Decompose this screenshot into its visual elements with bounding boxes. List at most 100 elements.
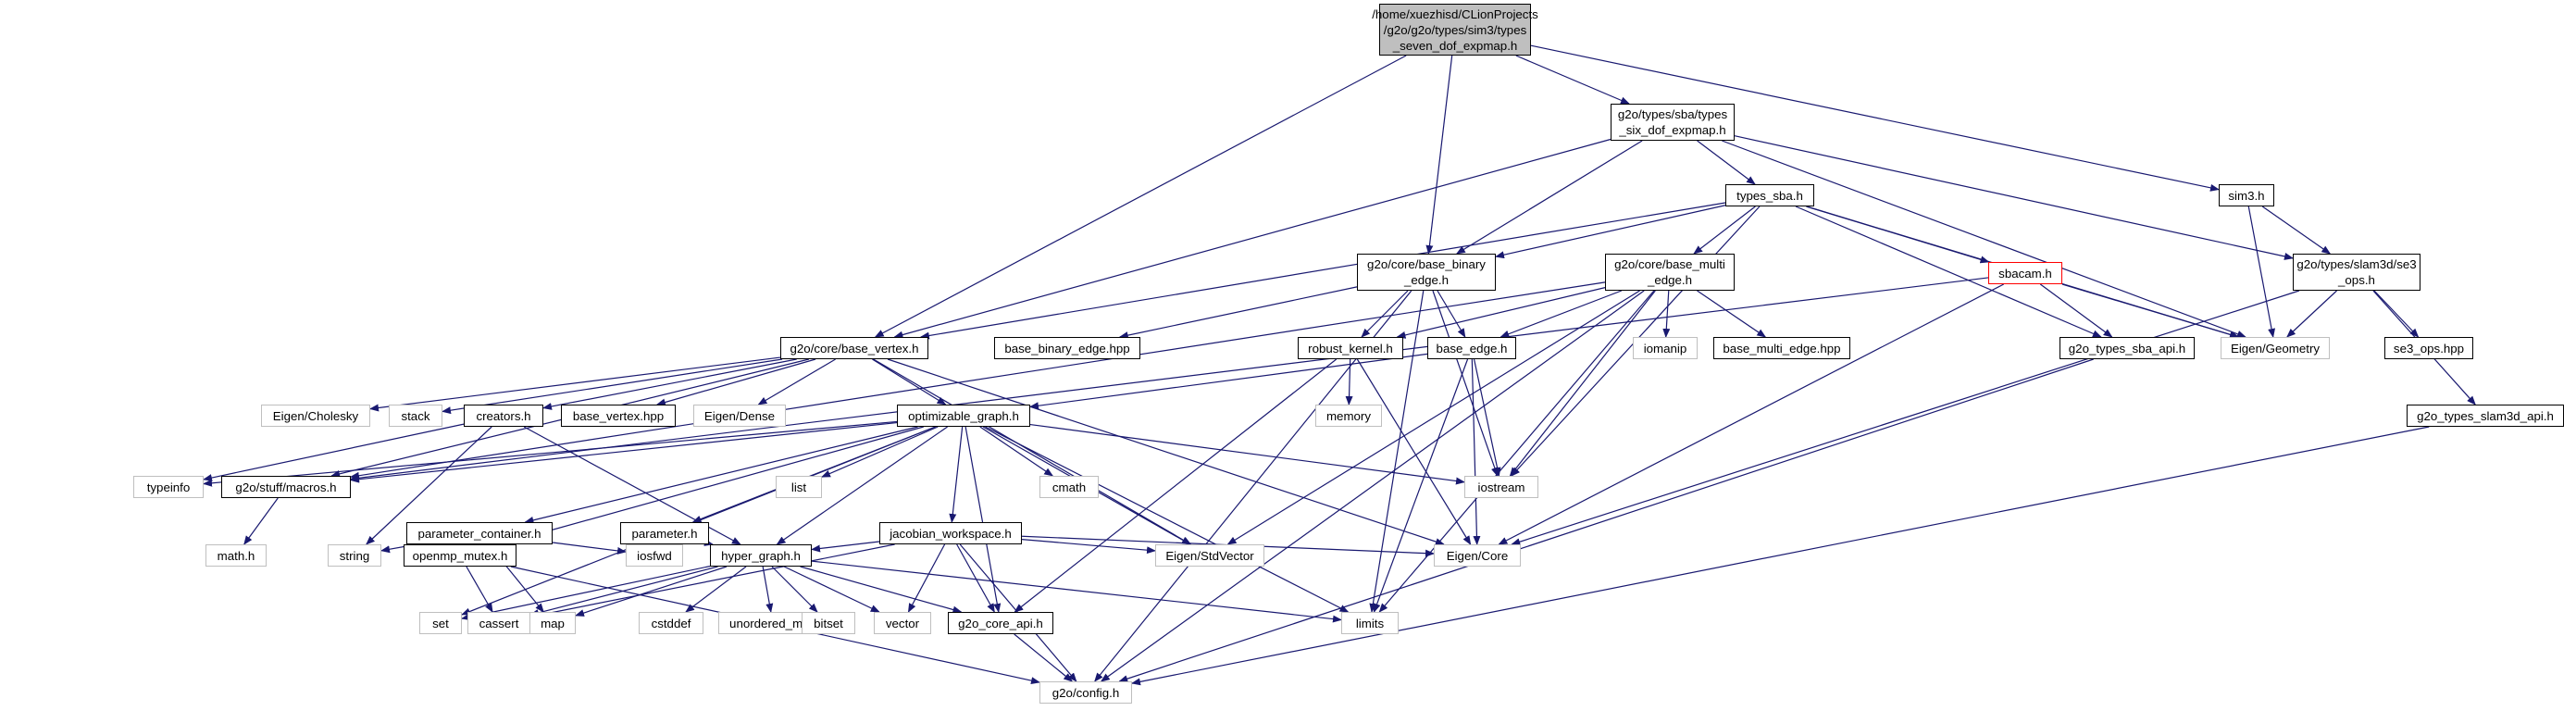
eigen_dense[interactable]: Eigen/Dense — [693, 405, 786, 427]
edge-hyper_graph-to-map — [575, 566, 728, 617]
edge-base_edge-to-eigen_core — [1471, 358, 1481, 545]
iomanip[interactable]: iomanip — [1633, 337, 1698, 359]
edge-sim3-to-se3_ops — [2261, 206, 2332, 255]
edge-se3_ops-to-eigen_geometry — [2286, 290, 2337, 338]
base_edge[interactable]: base_edge.h — [1427, 337, 1516, 359]
edge-robust_kernel-to-eigen_core — [1356, 358, 1472, 545]
base_vertex[interactable]: g2o/core/base_vertex.h — [780, 337, 928, 359]
edge-base_vertex-to-eigen_core — [887, 358, 1445, 545]
edge-base_binary_edge-to-robust_kernel — [1361, 290, 1409, 338]
edge-optimizable_graph-to-parameter_container — [524, 426, 918, 524]
edge-base_multi_edge-to-base_multi_edge_hpp — [1697, 290, 1767, 338]
edge-hyper_graph-to-unordered_map — [762, 566, 774, 613]
sbacam[interactable]: sbacam.h — [1988, 262, 2062, 284]
optimizable_graph[interactable]: optimizable_graph.h — [897, 405, 1030, 427]
map[interactable]: map — [529, 612, 576, 634]
edge-g2o_types_slam3d_api-to-config — [1131, 426, 2430, 686]
sim3[interactable]: sim3.h — [2219, 184, 2274, 206]
edge-se3_ops-to-se3_ops_hpp — [2373, 290, 2420, 338]
edge-types_sba-to-base_binary_edge — [1495, 205, 1726, 259]
base_vertex_hpp[interactable]: base_vertex.hpp — [561, 405, 676, 427]
edge-jacobian_workspace-to-eigen_stdvector — [1021, 539, 1156, 555]
edge-base_multi_edge-to-iomanip — [1662, 290, 1671, 338]
edge-optimizable_graph-to-cmath — [979, 426, 1054, 477]
types_sba[interactable]: types_sba.h — [1725, 184, 1814, 206]
edge-base_multi_edge-to-limits — [1378, 290, 1655, 613]
list[interactable]: list — [776, 476, 822, 498]
iostream[interactable]: iostream — [1464, 476, 1538, 498]
edge-base_edge-to-optimizable_graph — [1029, 353, 1428, 410]
edge-base_multi_edge-to-base_edge — [1500, 290, 1623, 338]
edge-types_six_dof_expmap-to-eigen_geometry — [1722, 140, 2246, 338]
cmath[interactable]: cmath — [1039, 476, 1099, 498]
edge-base_vertex-to-eigen_stdvector — [873, 358, 1192, 545]
base_multi_edge_hpp[interactable]: base_multi_edge.hpp — [1713, 337, 1850, 359]
robust_kernel[interactable]: robust_kernel.h — [1298, 337, 1403, 359]
set[interactable]: set — [419, 612, 462, 634]
edge-types_sba-to-base_multi_edge — [1693, 206, 1756, 255]
edge-base_vertex-to-creators — [542, 358, 797, 410]
hyper_graph[interactable]: hyper_graph.h — [710, 544, 812, 567]
jacobian_workspace[interactable]: jacobian_workspace.h — [879, 522, 1022, 544]
config[interactable]: g2o/config.h — [1039, 681, 1132, 704]
eigen_stdvector[interactable]: Eigen/StdVector — [1155, 544, 1264, 567]
edge-creators-to-string — [366, 426, 492, 545]
creators[interactable]: creators.h — [464, 405, 543, 427]
bitset[interactable]: bitset — [802, 612, 855, 634]
edge-jacobian_workspace-to-hyper_graph — [811, 541, 880, 553]
edge-hyper_graph-to-set — [461, 566, 711, 621]
memory[interactable]: memory — [1315, 405, 1382, 427]
cassert[interactable]: cassert — [467, 612, 530, 634]
edge-hyper_graph-to-cassert — [529, 566, 718, 617]
edge-robust_kernel-to-memory — [1345, 358, 1353, 405]
g2o_types_sba_api[interactable]: g2o_types_sba_api.h — [2060, 337, 2195, 359]
edge-base_edge-to-iostream — [1473, 358, 1501, 477]
macros[interactable]: g2o/stuff/macros.h — [221, 476, 351, 498]
types_seven_dof_expmap[interactable]: /home/xuezhisd/CLionProjects /g2o/g2o/ty… — [1372, 4, 1538, 56]
se3_ops[interactable]: g2o/types/slam3d/se3 _ops.h — [2293, 254, 2420, 291]
edge-optimizable_graph-to-list — [821, 426, 939, 478]
edge-jacobian_workspace-to-cassert — [529, 543, 895, 619]
edge-base_binary_edge-to-limits — [1369, 290, 1425, 613]
edge-base_multi_edge-to-robust_kernel — [1396, 287, 1606, 339]
edge-optimizable_graph-to-iostream — [1029, 423, 1465, 485]
base_binary_edge[interactable]: g2o/core/base_binary _edge.h — [1357, 254, 1496, 291]
parameter[interactable]: parameter.h — [620, 522, 709, 544]
edge-base_edge-to-limits — [1373, 358, 1469, 613]
g2o_core_api[interactable]: g2o_core_api.h — [948, 612, 1053, 634]
edge-base_vertex-to-eigen_cholesky — [369, 356, 781, 412]
dependency-edges — [203, 44, 2476, 686]
limits[interactable]: limits — [1341, 612, 1399, 634]
edge-base_binary_edge-to-base_edge — [1437, 290, 1466, 338]
string[interactable]: string — [328, 544, 381, 567]
openmp_mutex[interactable]: openmp_mutex.h — [404, 544, 516, 567]
stack[interactable]: stack — [389, 405, 442, 427]
edge-hyper_graph-to-bitset — [771, 566, 818, 613]
se3_ops_hpp[interactable]: se3_ops.hpp — [2384, 337, 2473, 359]
math_h[interactable]: math.h — [205, 544, 267, 567]
edge-g2o_types_sba_api-to-config — [1118, 358, 2094, 682]
eigen_cholesky[interactable]: Eigen/Cholesky — [261, 405, 370, 427]
edge-types_sba-to-base_vertex — [919, 202, 1726, 340]
edge-base_multi_edge-to-config — [1100, 290, 1645, 682]
base_multi_edge[interactable]: g2o/core/base_multi _edge.h — [1605, 254, 1735, 291]
base_binary_edge_hpp[interactable]: base_binary_edge.hpp — [994, 337, 1140, 359]
types_six_dof_expmap[interactable]: g2o/types/sba/types _six_dof_expmap.h — [1611, 104, 1735, 141]
eigen_core[interactable]: Eigen/Core — [1434, 544, 1521, 567]
edge-creators-to-typeinfo — [203, 423, 465, 481]
cstddef[interactable]: cstddef — [639, 612, 703, 634]
typeinfo[interactable]: typeinfo — [133, 476, 204, 498]
parameter_container[interactable]: parameter_container.h — [406, 522, 553, 544]
vector[interactable]: vector — [874, 612, 931, 634]
eigen_geometry[interactable]: Eigen/Geometry — [2221, 337, 2330, 359]
edge-base_multi_edge-to-iostream — [1509, 290, 1656, 477]
edge-optimizable_graph-to-typeinfo — [203, 420, 898, 487]
edge-openmp_mutex-to-cassert — [466, 566, 493, 613]
iosfwd[interactable]: iosfwd — [626, 544, 683, 567]
edge-types_seven_dof_expmap-to-sim3 — [1530, 44, 2220, 192]
edge-hyper_graph-to-vector — [783, 566, 880, 613]
edge-sbacam-to-g2o_types_sba_api — [2039, 283, 2113, 338]
edge-types_six_dof_expmap-to-se3_ops — [1734, 135, 2294, 260]
g2o_types_slam3d_api[interactable]: g2o_types_slam3d_api.h — [2407, 405, 2564, 427]
edge-base_multi_edge-to-macros — [350, 281, 1606, 480]
